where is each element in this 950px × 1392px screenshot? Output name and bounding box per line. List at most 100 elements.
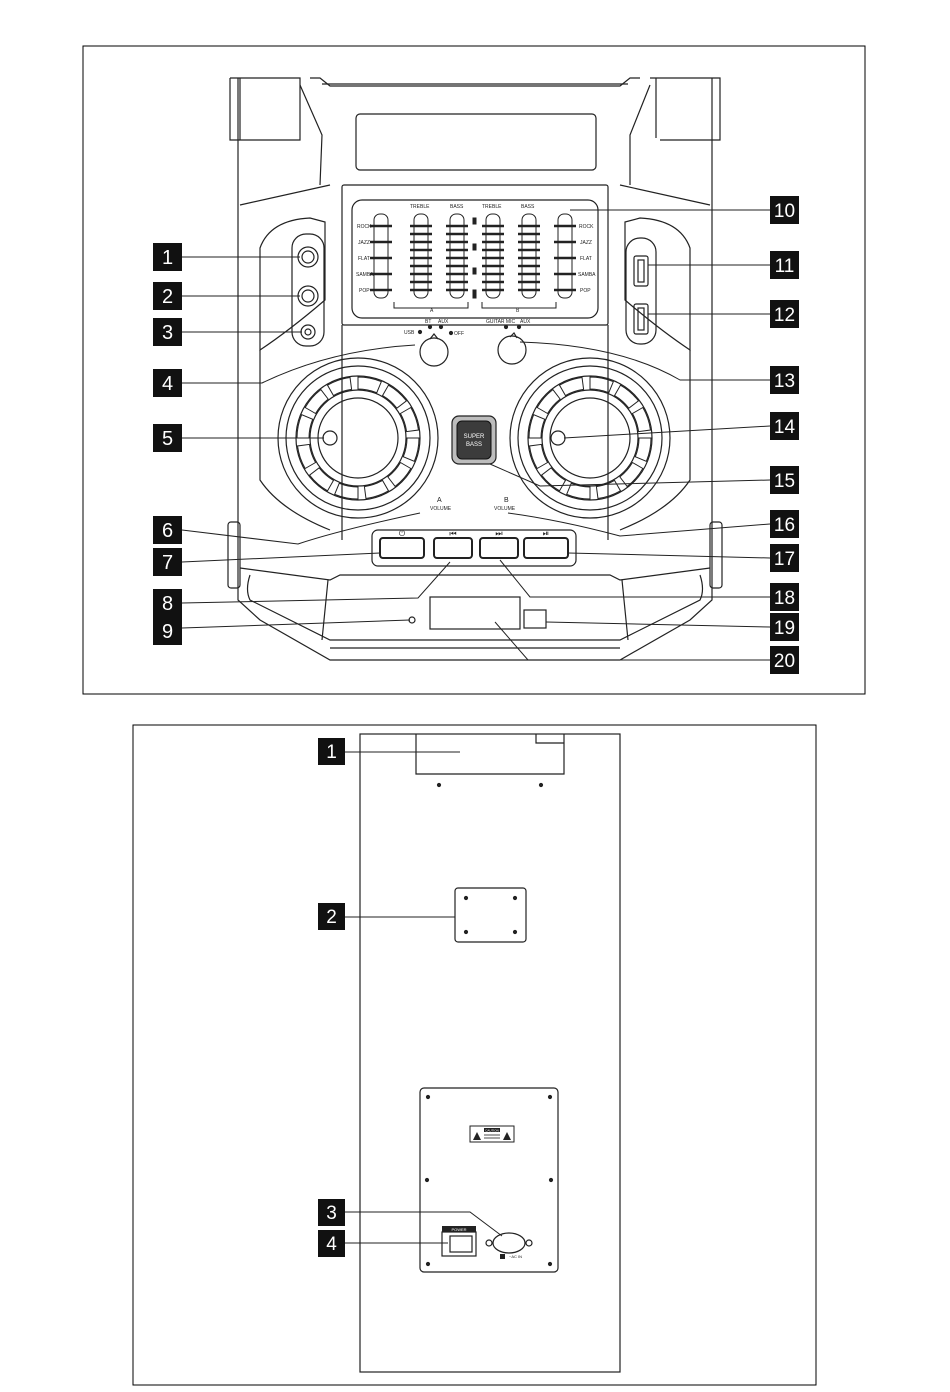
eq-right-label: SAMBA: [578, 272, 596, 278]
warning-label: CAUTION: [470, 1126, 514, 1142]
light-ring-segment: [615, 385, 639, 408]
callouts-right: 10 11 12 13 14 15 16 17 18 19 20: [770, 196, 799, 674]
back-handle: [416, 734, 564, 774]
volume-a-label: VOLUME: [430, 506, 452, 512]
treble-a-label: TREBLE: [410, 204, 430, 210]
aux-in-jack[interactable]: [301, 325, 315, 339]
callout-5: 5: [162, 428, 173, 450]
power-switch-label: POWER: [451, 1227, 466, 1232]
callout-12: 12: [774, 305, 795, 326]
eq-sliders: [370, 214, 576, 308]
usb-source-label: USB: [404, 330, 415, 336]
warning-text: CAUTION: [485, 1129, 499, 1133]
callout-17: 17: [774, 549, 795, 570]
rear-connection-panel: [420, 1088, 558, 1272]
bass-b-slider[interactable]: [518, 214, 540, 298]
treble-b-slider[interactable]: [482, 214, 504, 298]
light-ring-segment: [620, 463, 643, 487]
light-ring-segment: [560, 378, 584, 396]
ac-in-label: ~AC IN: [509, 1254, 522, 1259]
top-display-window: [356, 114, 596, 170]
eq-left-label: POP: [359, 288, 370, 294]
mic-selector-knob[interactable]: [498, 326, 526, 365]
light-ring-segment: [537, 390, 560, 414]
eq-left-label: SAMBA: [356, 272, 374, 278]
source-selector-knob[interactable]: [419, 326, 453, 367]
volume-b-letter: B: [504, 497, 509, 504]
play-pause-button[interactable]: ⏯: [524, 529, 568, 558]
callout-13: 13: [774, 371, 795, 392]
callout-4: 4: [162, 373, 173, 395]
mic2-jack[interactable]: [298, 286, 318, 306]
light-ring-segment: [328, 378, 352, 396]
callouts-left: 1 2 3 4 5 6 7 8 9: [153, 243, 182, 645]
bass-a-slider[interactable]: [446, 214, 468, 298]
eq-right-label: POP: [580, 288, 591, 294]
usb-ports: [626, 238, 656, 344]
callout-15: 15: [774, 471, 795, 492]
light-ring-segment: [298, 444, 316, 468]
callout-1: 1: [162, 247, 173, 269]
eq-slider-right[interactable]: [554, 214, 576, 298]
eq-left-label: FLAT: [358, 256, 370, 262]
callout-9: 9: [162, 621, 173, 643]
callout-11: 11: [775, 256, 795, 277]
light-ring-segment: [310, 468, 334, 491]
callout-8: 8: [162, 593, 173, 615]
light-ring-segment: [364, 480, 388, 498]
light-ring-segment: [388, 463, 411, 487]
left-handle: [230, 78, 300, 140]
bass-b-label: BASS: [521, 204, 535, 210]
light-ring-segment: [305, 390, 328, 414]
group-a-label: A: [430, 308, 434, 314]
back-callouts: 1 2 3 4: [318, 738, 345, 1257]
callout-19: 19: [774, 618, 795, 639]
bass-a-label: BASS: [450, 204, 464, 210]
volume-a-letter: A: [437, 497, 442, 504]
treble-a-slider[interactable]: [410, 214, 432, 298]
eq-right-label: ROCK: [579, 224, 594, 230]
light-ring-segment: [542, 468, 566, 491]
super-bass-line1: SUPER: [464, 434, 485, 440]
class2-icon: [500, 1254, 505, 1259]
callout-20: 20: [774, 651, 795, 672]
back-callout-lines: [345, 752, 502, 1243]
ac-inlet[interactable]: [486, 1233, 532, 1253]
callout-6: 6: [162, 520, 173, 542]
callout-2: 2: [162, 286, 173, 308]
back-callout-1: 1: [326, 742, 337, 763]
power-button[interactable]: ⏻: [380, 529, 424, 558]
back-callout-3: 3: [326, 1203, 337, 1224]
power-switch[interactable]: POWER: [442, 1226, 476, 1256]
eq-slider-left[interactable]: [370, 214, 392, 298]
light-ring-segment: [383, 385, 407, 408]
transport-buttons: ⏻ ⏮ ⏭ ⏯: [372, 529, 576, 566]
group-b-label: B: [516, 308, 520, 314]
previous-button[interactable]: ⏮: [434, 529, 472, 558]
super-bass-line2: BASS: [466, 442, 482, 448]
eq-right-label: FLAT: [580, 256, 592, 262]
light-ring-segment: [400, 408, 418, 432]
light-ring-b: [529, 377, 651, 499]
right-side-panel: [625, 218, 690, 350]
back-callout-4: 4: [326, 1234, 337, 1255]
volume-b-label: VOLUME: [494, 506, 516, 512]
mic1-jack[interactable]: [298, 247, 318, 267]
light-ring-segment: [632, 408, 650, 432]
eq-right-label: JAZZ: [580, 240, 592, 246]
eq-left-label: ROCK: [357, 224, 372, 230]
treble-b-label: TREBLE: [482, 204, 502, 210]
callout-10: 10: [774, 201, 795, 222]
next-icon: ⏭: [495, 529, 502, 538]
super-bass-button[interactable]: SUPER BASS: [452, 416, 496, 464]
mic-aux-label: AUX: [520, 319, 531, 325]
callout-7: 7: [162, 552, 173, 574]
bt-source-label: BT: [425, 319, 431, 325]
play-pause-icon: ⏯: [543, 529, 549, 538]
ir-sensor-window: [524, 610, 546, 628]
next-button[interactable]: ⏭: [480, 529, 518, 558]
light-ring-segment: [530, 444, 548, 468]
power-icon: ⏻: [399, 529, 406, 538]
guitar-mic-label: GUITAR MIC: [486, 319, 515, 325]
